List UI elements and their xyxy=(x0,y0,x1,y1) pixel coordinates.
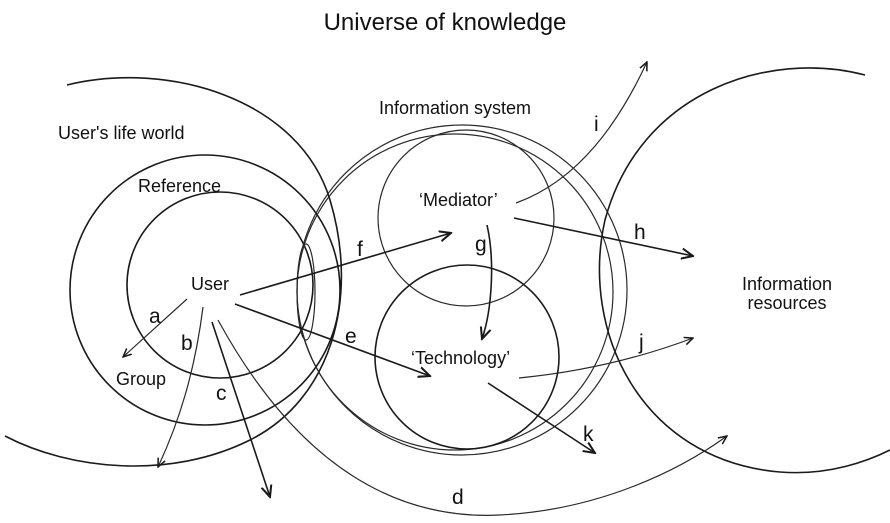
arrow-label-j: j xyxy=(638,331,644,354)
mediator-circle xyxy=(377,129,555,307)
arrow-label-f: f xyxy=(357,238,363,261)
group-label: Group xyxy=(116,369,166,389)
arrow-label-b: b xyxy=(181,332,193,355)
information-resources-arc xyxy=(598,67,890,474)
mediator-label: ‘Mediator’ xyxy=(419,190,498,210)
technology-label: ‘Technology’ xyxy=(411,348,510,368)
life-world-circle xyxy=(69,154,341,426)
information-resources-label-2: resources xyxy=(747,293,826,313)
arrow-i xyxy=(515,62,647,204)
diagram-title: Universe of knowledge xyxy=(324,9,567,36)
life-world-label: User's life world xyxy=(58,123,184,143)
arrow-label-a: a xyxy=(149,305,161,328)
arrow-label-e: e xyxy=(345,325,357,348)
reference-circle xyxy=(126,191,314,379)
arrow-g xyxy=(482,224,493,339)
arrow-a xyxy=(123,298,188,357)
arrow-label-k: k xyxy=(583,423,594,446)
arrow-label-d: d xyxy=(452,486,464,509)
arrow-label-g: g xyxy=(475,233,487,256)
reference-label: Reference xyxy=(138,176,221,196)
arrow-c xyxy=(211,321,270,497)
information-system-circle xyxy=(296,124,628,456)
arrow-b xyxy=(158,306,204,467)
technology-circle xyxy=(374,264,560,450)
user-label: User xyxy=(191,274,229,294)
arrow-h xyxy=(513,217,693,256)
information-system-label: Information system xyxy=(379,98,531,118)
arrow-j xyxy=(518,338,693,379)
arrow-e xyxy=(234,303,430,376)
arrow-label-h: h xyxy=(634,221,646,244)
arrow-d xyxy=(217,319,727,516)
information-system-inner-circle xyxy=(296,133,614,451)
arrow-label-i: i xyxy=(594,113,599,136)
arrow-k xyxy=(487,382,595,453)
information-resources-label-1: Information xyxy=(742,274,832,294)
arrow-label-c: c xyxy=(216,382,227,405)
arrow-f xyxy=(239,233,451,296)
